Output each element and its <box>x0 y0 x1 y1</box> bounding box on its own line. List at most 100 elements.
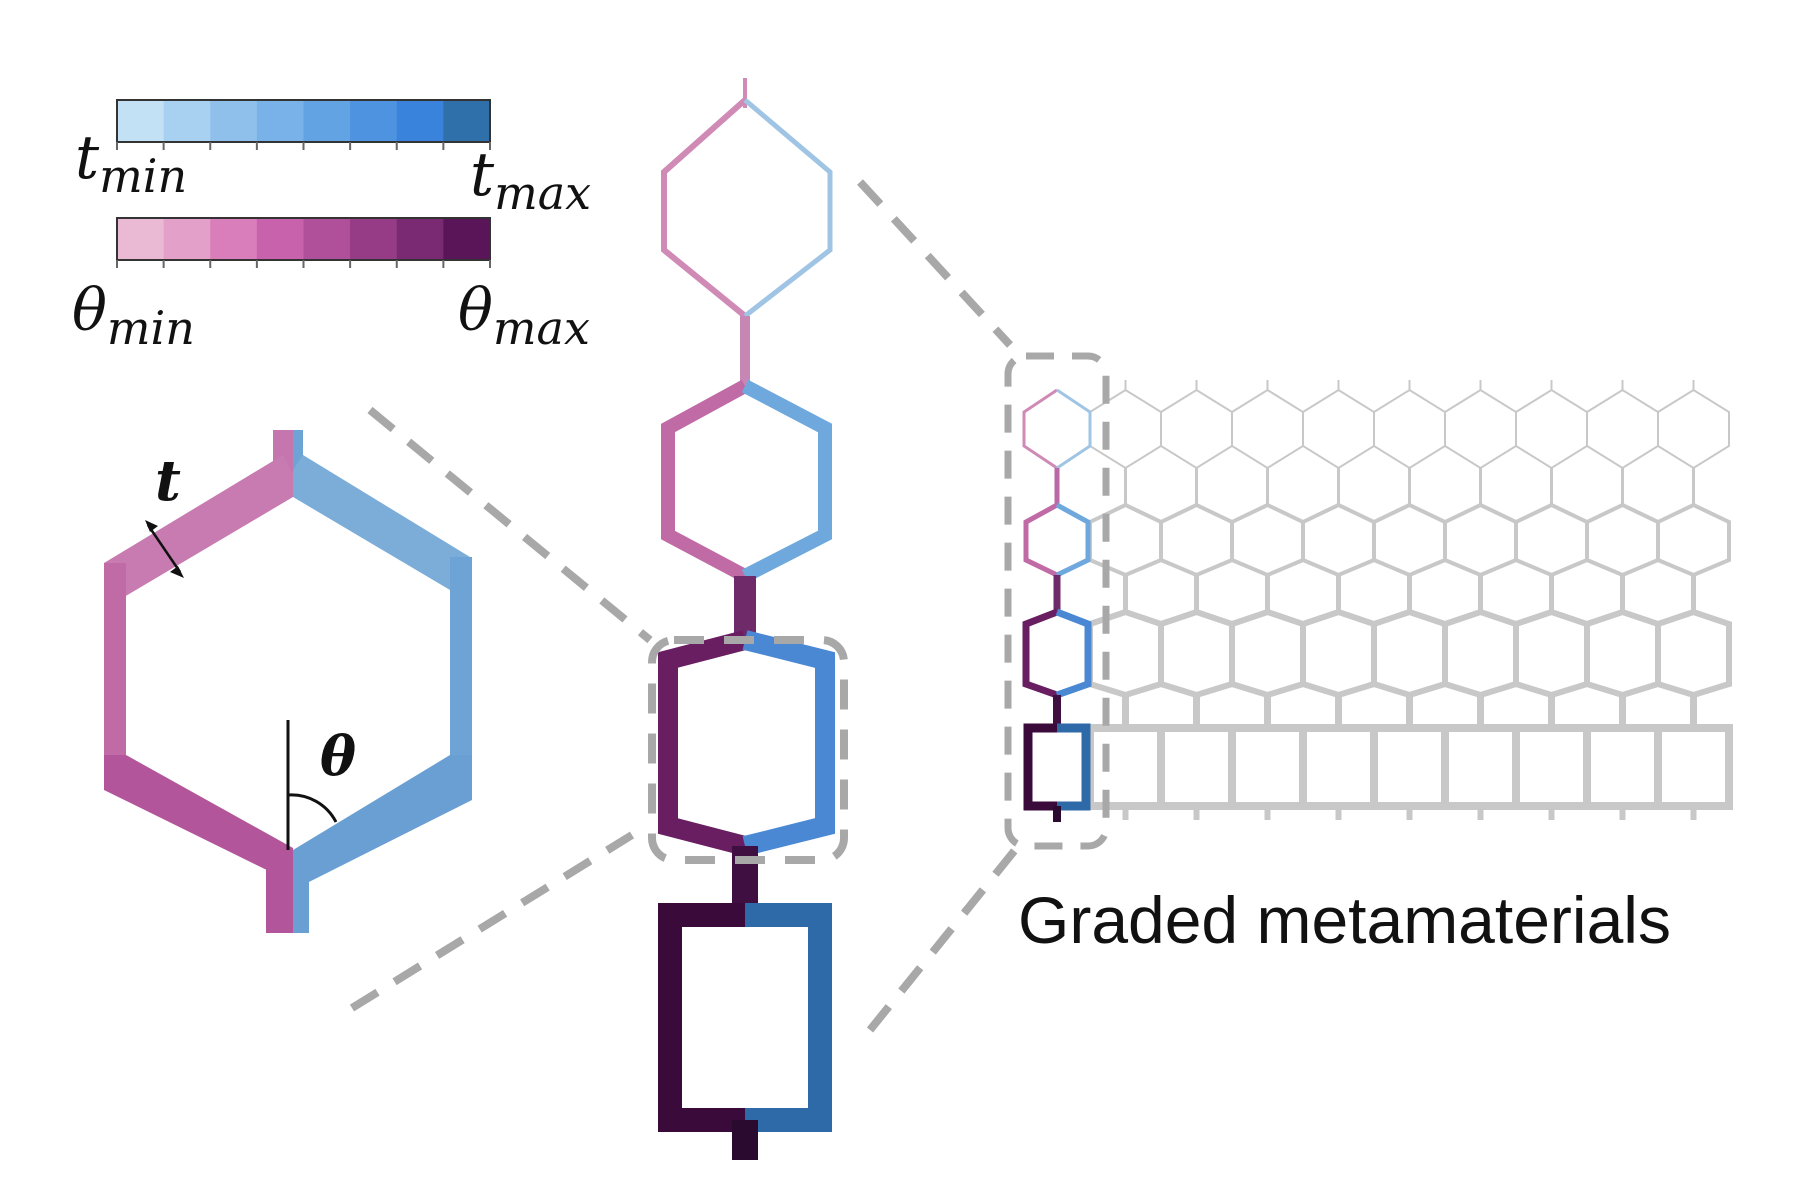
t-max-label: tmax <box>470 140 591 220</box>
lattice-hex-r1-c2 <box>1160 388 1233 470</box>
unit-cell-right-lower-wall <box>293 755 472 885</box>
callout-line-right-bottom <box>866 847 1019 1033</box>
lattice-hex-r3-c5 <box>1371 608 1448 699</box>
t-min-base: t <box>75 123 100 193</box>
angle-colorbar-segment-7 <box>396 218 444 260</box>
lattice-graded-cell-3-left <box>1022 608 1059 699</box>
unit-cell-left-lower-wall <box>104 755 293 878</box>
column-cell-3-left <box>658 630 748 856</box>
lattice-hex-r1-c1 <box>1089 388 1162 470</box>
lattice-rect-c7 <box>1512 724 1591 810</box>
angle-colorbar-segment-1 <box>117 218 165 260</box>
angle-arc <box>287 793 338 823</box>
callout-lines <box>349 179 1019 1033</box>
lattice-hex-r1-c7 <box>1515 388 1588 470</box>
lattice-hex-r1-c8 <box>1586 388 1659 470</box>
thickness-colorbar-segment-5 <box>303 100 351 142</box>
lattice-rect-c5 <box>1370 724 1449 810</box>
graded-column <box>648 78 848 1160</box>
column-cell-2-stem <box>734 576 756 636</box>
column-cell-1-left <box>661 97 747 319</box>
unit-cell-right-half <box>293 430 472 933</box>
thickness-colorbar-segment-7 <box>396 100 444 142</box>
angle-annotation: θ <box>286 720 356 850</box>
thickness-colorbar-segment-8 <box>443 100 491 142</box>
lattice-hex-r1-c6 <box>1444 388 1517 470</box>
lattice-hex-r2-c5 <box>1372 502 1447 578</box>
lattice-hex-r2-c8 <box>1585 502 1660 578</box>
column-cell-2 <box>661 379 832 636</box>
thickness-colorbar-segment-4 <box>256 100 304 142</box>
lattice-graded-cell-4-left <box>1023 723 1057 811</box>
lattice-hex-r3-c8 <box>1584 608 1661 699</box>
lattice-graded-cell-1-left <box>1022 388 1058 470</box>
theta-min-sub: min <box>107 301 195 355</box>
thickness-label: t <box>155 448 181 514</box>
lattice-hex-r3-c4 <box>1300 608 1377 699</box>
column-highlight-box <box>648 636 848 864</box>
callout-line-left-bottom <box>349 831 635 1012</box>
unit-cell-right-upper-wall <box>293 455 470 590</box>
column-cell-3-stem <box>732 846 758 906</box>
column-cell-4-stem <box>732 1120 758 1160</box>
theta-min-label: θmin <box>72 276 195 355</box>
column-cell-2-left <box>661 379 749 583</box>
unit-cell-left-side-wall <box>104 563 126 778</box>
lattice-hex-r3-c1 <box>1087 608 1164 699</box>
lattice-hex-r3-c6 <box>1442 608 1519 699</box>
lattice-hex-r3-c2 <box>1158 608 1235 699</box>
unit-cell-left-stem-bottom <box>266 850 293 933</box>
unit-cell-detail: t θ <box>104 430 472 933</box>
t-max-base: t <box>470 140 495 210</box>
lattice-hex-r2-c7 <box>1514 502 1589 578</box>
thickness-colorbar <box>116 99 491 150</box>
lattice-hex-r2-c9 <box>1656 502 1731 578</box>
theta-max-sub: max <box>493 301 590 355</box>
lattice-hex-r1-c4 <box>1302 388 1375 470</box>
lattice-hex-r3-c7 <box>1513 608 1590 699</box>
thickness-annotation: t <box>145 448 184 578</box>
thickness-colorbar-segment-2 <box>163 100 211 142</box>
lattice-hex-r3-c3 <box>1229 608 1306 699</box>
thickness-colorbar-segment-6 <box>350 100 398 142</box>
lattice-cells <box>1086 380 1733 820</box>
angle-label: θ <box>320 724 356 788</box>
lattice-rect-c3 <box>1228 724 1307 810</box>
lattice-graded-cell-4-right <box>1057 723 1091 811</box>
column-cell-1 <box>661 97 833 386</box>
lattice-rect-c8 <box>1583 724 1662 810</box>
lattice-rect-c9 <box>1654 724 1733 810</box>
lattice <box>1004 352 1733 850</box>
column-stem-top <box>743 78 747 108</box>
column-cell-4 <box>658 903 832 1160</box>
lattice-graded-column <box>1022 388 1092 822</box>
thickness-arrowhead-bottom <box>170 566 184 578</box>
column-cell-2-right <box>741 379 832 583</box>
column-cell-4-left <box>658 903 745 1132</box>
t-min-label: tmin <box>75 123 187 203</box>
column-cell-1-stem <box>740 316 750 386</box>
unit-cell-left-half <box>104 430 293 933</box>
thickness-colorbar-segment-1 <box>117 100 165 142</box>
lattice-highlight-box <box>1004 352 1110 850</box>
lattice-hex-r2-c3 <box>1230 502 1305 578</box>
callout-line-right-top <box>857 179 1013 348</box>
unit-cell-right-stem-bottom <box>293 850 309 933</box>
column-cell-3 <box>658 630 835 906</box>
column-cell-1-right <box>743 98 833 318</box>
lattice-hex-r3-c9 <box>1655 608 1732 699</box>
theta-max-base: θ <box>458 276 493 344</box>
lattice-hex-r2-c1 <box>1088 502 1163 578</box>
thickness-arrowhead-top <box>145 520 158 532</box>
lattice-hex-r2-c4 <box>1301 502 1376 578</box>
angle-colorbar-segment-4 <box>256 218 304 260</box>
legend: tmin tmax θmin θmax <box>72 99 591 355</box>
lattice-hex-r1-c3 <box>1231 388 1304 470</box>
lattice-hex-r1-c9 <box>1657 388 1730 470</box>
angle-colorbar-segment-8 <box>443 218 491 260</box>
lattice-graded-cell-2-left <box>1023 502 1059 578</box>
t-min-sub: min <box>99 149 187 203</box>
lattice-rect-c4 <box>1299 724 1378 810</box>
lattice-hex-r2-c6 <box>1443 502 1518 578</box>
